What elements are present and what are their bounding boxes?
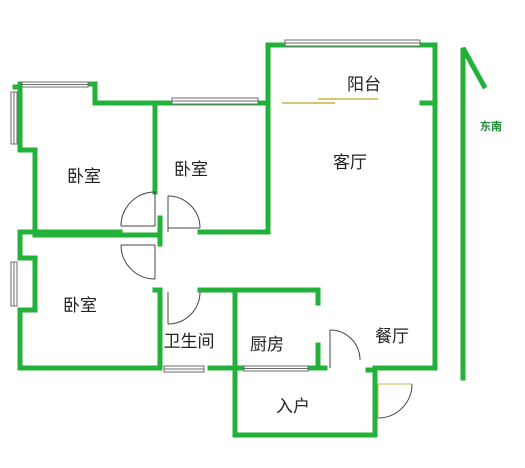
label-dining-room: 餐厅 bbox=[375, 327, 409, 347]
label-bedroom-1: 卧室 bbox=[67, 167, 101, 187]
window-bedroom1-top bbox=[21, 81, 89, 88]
wall-bath-topline bbox=[197, 287, 321, 306]
label-kitchen: 厨房 bbox=[250, 335, 284, 355]
sliding-door-balcony bbox=[282, 98, 378, 104]
window-balcony-top bbox=[284, 39, 421, 47]
door-bedroom1 bbox=[120, 191, 156, 227]
window-bedroom1-left bbox=[10, 91, 18, 145]
window-bedroom2-top bbox=[171, 97, 259, 105]
compass-arrow-icon bbox=[460, 46, 488, 381]
door-bedroom2 bbox=[167, 195, 201, 232]
window-bathroom-bottom bbox=[163, 365, 205, 373]
door-bathroom bbox=[167, 291, 201, 325]
doors bbox=[120, 98, 413, 419]
window-kitchen-bottom bbox=[243, 365, 309, 372]
compass-label: 东南 bbox=[480, 119, 502, 133]
label-balcony: 阳台 bbox=[347, 75, 381, 95]
label-bedroom-3: 卧室 bbox=[63, 296, 97, 316]
door-kitchen bbox=[329, 329, 361, 368]
label-bedroom-2: 卧室 bbox=[174, 160, 208, 180]
wall-bath-top bbox=[152, 287, 163, 371]
door-bedroom3 bbox=[120, 244, 156, 280]
wall-left-outer bbox=[17, 81, 163, 371]
compass: 东南 bbox=[460, 46, 502, 381]
wall-entrance bbox=[232, 375, 378, 438]
windows bbox=[10, 39, 421, 373]
label-bathroom: 卫生间 bbox=[164, 332, 215, 352]
door-entrance bbox=[377, 383, 413, 419]
walls bbox=[12, 42, 438, 438]
label-entrance: 入户 bbox=[276, 397, 310, 417]
wall-bedroom2-bottom bbox=[197, 42, 271, 235]
wall-entrance-post bbox=[365, 367, 378, 385]
label-living-room: 客厅 bbox=[333, 153, 367, 173]
window-bedroom3-left bbox=[10, 261, 18, 307]
room-labels: 阳台 卧室 卧室 客厅 卧室 卫生间 厨房 餐厅 入户 bbox=[63, 75, 409, 417]
